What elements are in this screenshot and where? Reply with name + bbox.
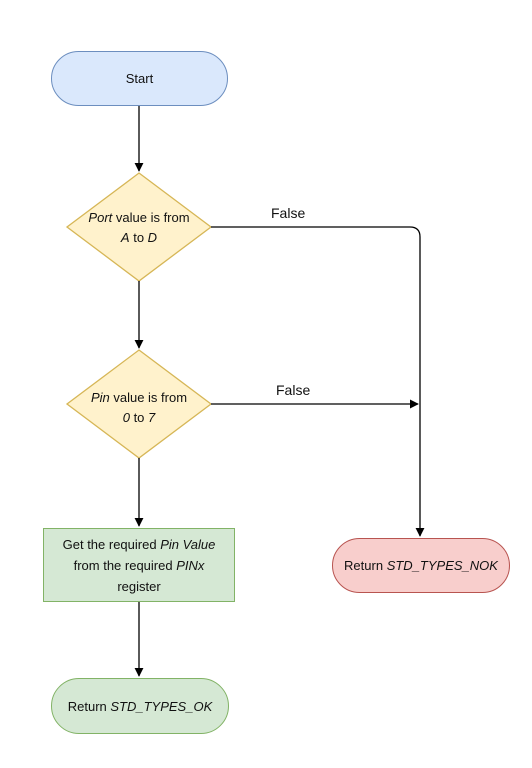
process-l2-pre: from the required bbox=[73, 557, 177, 573]
process-text: Get the required Pin Value from the requ… bbox=[63, 534, 216, 597]
pin-line1-rest: value is from bbox=[109, 390, 188, 405]
return-ok-code: STD_TYPES_OK bbox=[110, 698, 213, 714]
process-l1-pre: Get the required bbox=[62, 536, 161, 552]
decision-port-line2: A to D bbox=[121, 228, 157, 248]
return-ok-prefix: Return bbox=[67, 698, 111, 714]
port-range-mid: to bbox=[129, 230, 148, 245]
port-range-end: D bbox=[147, 230, 158, 245]
process-line3: register bbox=[117, 578, 161, 594]
process-l2-italic: PINx bbox=[176, 557, 205, 573]
start-label: Start bbox=[125, 71, 154, 86]
port-range-start: A bbox=[120, 230, 130, 245]
decision-port-text: Port value is from A to D bbox=[67, 206, 211, 250]
port-false-label: False bbox=[271, 205, 306, 221]
pin-word: Pin bbox=[90, 390, 110, 405]
process-line2: from the required PINx bbox=[63, 555, 216, 576]
edge-port-false bbox=[211, 226, 425, 537]
pin-false-label: False bbox=[276, 382, 311, 398]
pin-range-start: 0 bbox=[122, 410, 130, 425]
decision-pin-line1: Pin value is from bbox=[91, 388, 187, 408]
get-pin-value-process: Get the required Pin Value from the requ… bbox=[43, 528, 235, 602]
return-nok-prefix: Return bbox=[344, 558, 387, 573]
process-line1: Get the required Pin Value bbox=[63, 534, 216, 555]
return-nok-code: STD_TYPES_NOK bbox=[386, 558, 498, 573]
return-nok-node: Return STD_TYPES_NOK bbox=[332, 538, 510, 593]
start-node: Start bbox=[51, 51, 228, 106]
return-ok-node: Return STD_TYPES_OK bbox=[51, 678, 229, 734]
return-ok-text: Return STD_TYPES_OK bbox=[68, 699, 213, 714]
port-line1-rest: value is from bbox=[112, 210, 190, 225]
decision-port-line1: Port value is from bbox=[88, 208, 189, 228]
pin-range-end: 7 bbox=[148, 410, 156, 425]
decision-pin-text: Pin value is from 0 to 7 bbox=[67, 386, 211, 430]
port-word: Port bbox=[88, 210, 113, 225]
return-nok-text: Return STD_TYPES_NOK bbox=[344, 558, 498, 573]
decision-pin-line2: 0 to 7 bbox=[123, 408, 156, 428]
pin-range-mid: to bbox=[129, 410, 149, 425]
process-l1-italic: Pin Value bbox=[160, 536, 216, 552]
